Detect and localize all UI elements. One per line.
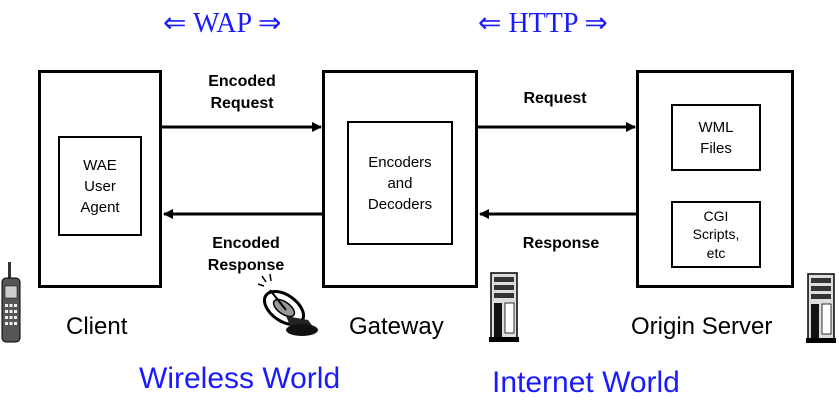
wae-user-agent-box: WAE User Agent [58,136,142,236]
protocol-http: ⇐ HTTP ⇒ [478,8,608,39]
protocol-wap: ⇐ WAP ⇒ [163,8,282,39]
origin-server-box: WML Files CGI Scripts, etc [636,70,794,288]
response-label: Response [522,235,600,252]
origin-server-label: Origin Server [631,313,773,340]
gateway-label: Gateway [349,313,444,340]
wml-files-box: WML Files [671,104,761,171]
encoders-decoders-box: Encoders and Decoders [347,121,453,245]
server-tower-icon [489,272,519,342]
server-tower-icon [806,273,836,343]
mobile-phone-icon [1,262,21,343]
client-box: WAE User Agent [38,70,162,288]
wireless-world-label: Wireless World [139,362,341,395]
internet-world-label: Internet World [492,366,680,399]
encoded-response-label: Encoded Response [207,235,285,274]
cgi-scripts-box: CGI Scripts, etc [671,201,761,268]
satellite-dish-icon [257,273,318,336]
request-label: Request [523,90,587,107]
client-label: Client [66,313,128,340]
gateway-box: Encoders and Decoders [322,70,478,288]
encoded-request-label: Encoded Request [208,73,276,112]
